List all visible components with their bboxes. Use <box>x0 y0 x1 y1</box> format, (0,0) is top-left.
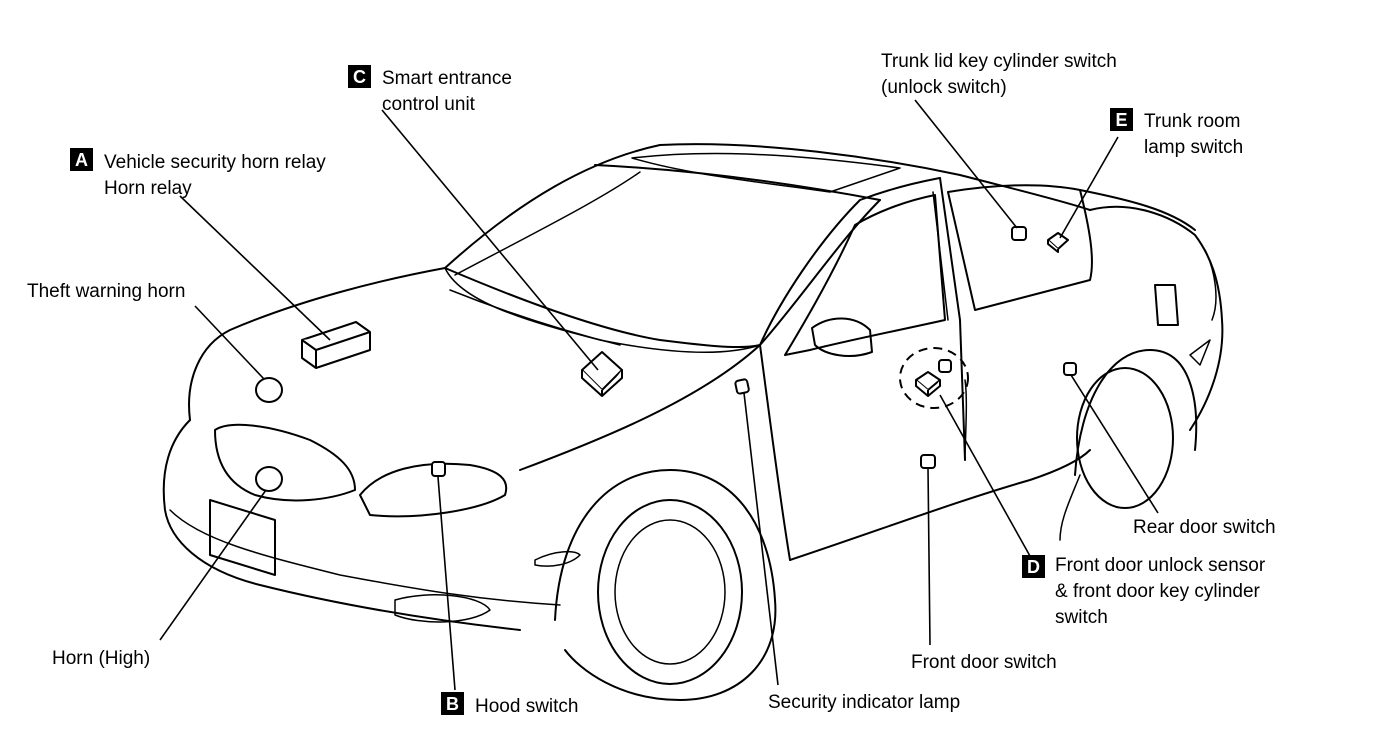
fuel-door <box>1154 284 1179 326</box>
sunroof <box>631 152 901 193</box>
side-mirror <box>811 317 873 357</box>
badge-d <box>1022 555 1045 578</box>
door-sensor-icon <box>899 347 969 409</box>
leader-e <box>1059 136 1119 239</box>
control-unit-box-icon <box>581 351 623 397</box>
theft-warning-horn-icon <box>255 377 283 403</box>
leader-theft-horn <box>194 305 265 380</box>
horn-high-icon <box>255 466 283 492</box>
front-door-switch-icon <box>920 454 936 469</box>
label-c-line-2: control unit <box>382 94 476 115</box>
label-trunk-lid-line-2: (unlock switch) <box>881 77 1007 98</box>
leader-d <box>939 394 1036 566</box>
label-front-door-switch: Front door switch <box>911 652 1057 673</box>
label-e-line-1: Trunk room <box>1144 111 1240 132</box>
label-d: D Front door unlock sensor & front door … <box>1022 555 1266 628</box>
small-switch-icon <box>1047 232 1069 253</box>
badge-c-letter: C <box>353 67 366 87</box>
badge-a-letter: A <box>75 150 88 170</box>
label-trunk-lid-key-cylinder: Trunk lid key cylinder switch (unlock sw… <box>881 51 1117 98</box>
badge-d-letter: D <box>1027 557 1040 577</box>
label-d-line-1: Front door unlock sensor <box>1055 555 1266 576</box>
security-indicator-lamp-icon <box>734 378 750 395</box>
label-theft-warning-horn: Theft warning horn <box>27 281 185 302</box>
label-d-line-2: & front door key cylinder <box>1055 581 1261 602</box>
rear-wheel <box>1076 367 1174 509</box>
plunger-switch-icon <box>431 461 446 477</box>
license-plate <box>209 499 276 576</box>
label-e: E Trunk room lamp switch <box>1110 108 1243 158</box>
badge-b <box>441 692 464 715</box>
leader-a <box>179 195 331 341</box>
label-b-line-1: Hood switch <box>475 696 579 717</box>
label-security-indicator-lamp: Security indicator lamp <box>768 692 960 713</box>
leader-horn-high <box>159 489 267 641</box>
label-a: A Vehicle security horn relay Horn relay <box>70 148 326 199</box>
rear-door-switch-icon <box>1063 362 1077 376</box>
leader-trunk-lid <box>914 99 1018 229</box>
leader-c <box>381 109 599 371</box>
badge-a <box>70 148 93 171</box>
label-c-line-1: Smart entrance <box>382 68 512 89</box>
label-a-line-2: Horn relay <box>104 178 192 199</box>
leader-rear-door-switch <box>1070 374 1159 514</box>
badge-e <box>1110 108 1133 131</box>
trunk-lid-key-cylinder-switch-icon <box>1011 226 1027 241</box>
grille <box>214 423 356 502</box>
headlight <box>359 462 508 518</box>
label-e-line-2: lamp switch <box>1144 137 1243 158</box>
label-trunk-lid-line-1: Trunk lid key cylinder switch <box>881 51 1117 72</box>
fog-lamp <box>394 594 491 623</box>
leader-front-door-switch <box>927 467 931 646</box>
leader-b <box>437 476 456 691</box>
badge-b-letter: B <box>446 694 459 714</box>
leader-security-lamp <box>743 392 779 686</box>
front-side-window <box>784 194 946 356</box>
badge-c <box>348 65 371 88</box>
leader-lines <box>159 99 1159 691</box>
badge-e-letter: E <box>1115 110 1127 130</box>
label-c: C Smart entrance control unit <box>348 65 512 115</box>
label-a-line-1: Vehicle security horn relay <box>104 152 326 173</box>
car-body-outline <box>162 143 1224 701</box>
label-horn-high: Horn (High) <box>52 648 150 669</box>
label-d-line-3: switch <box>1055 607 1108 628</box>
front-wheel <box>597 499 743 685</box>
label-rear-door-switch: Rear door switch <box>1133 517 1276 538</box>
relay-box-icon <box>301 321 371 369</box>
label-b: B Hood switch <box>441 692 579 717</box>
